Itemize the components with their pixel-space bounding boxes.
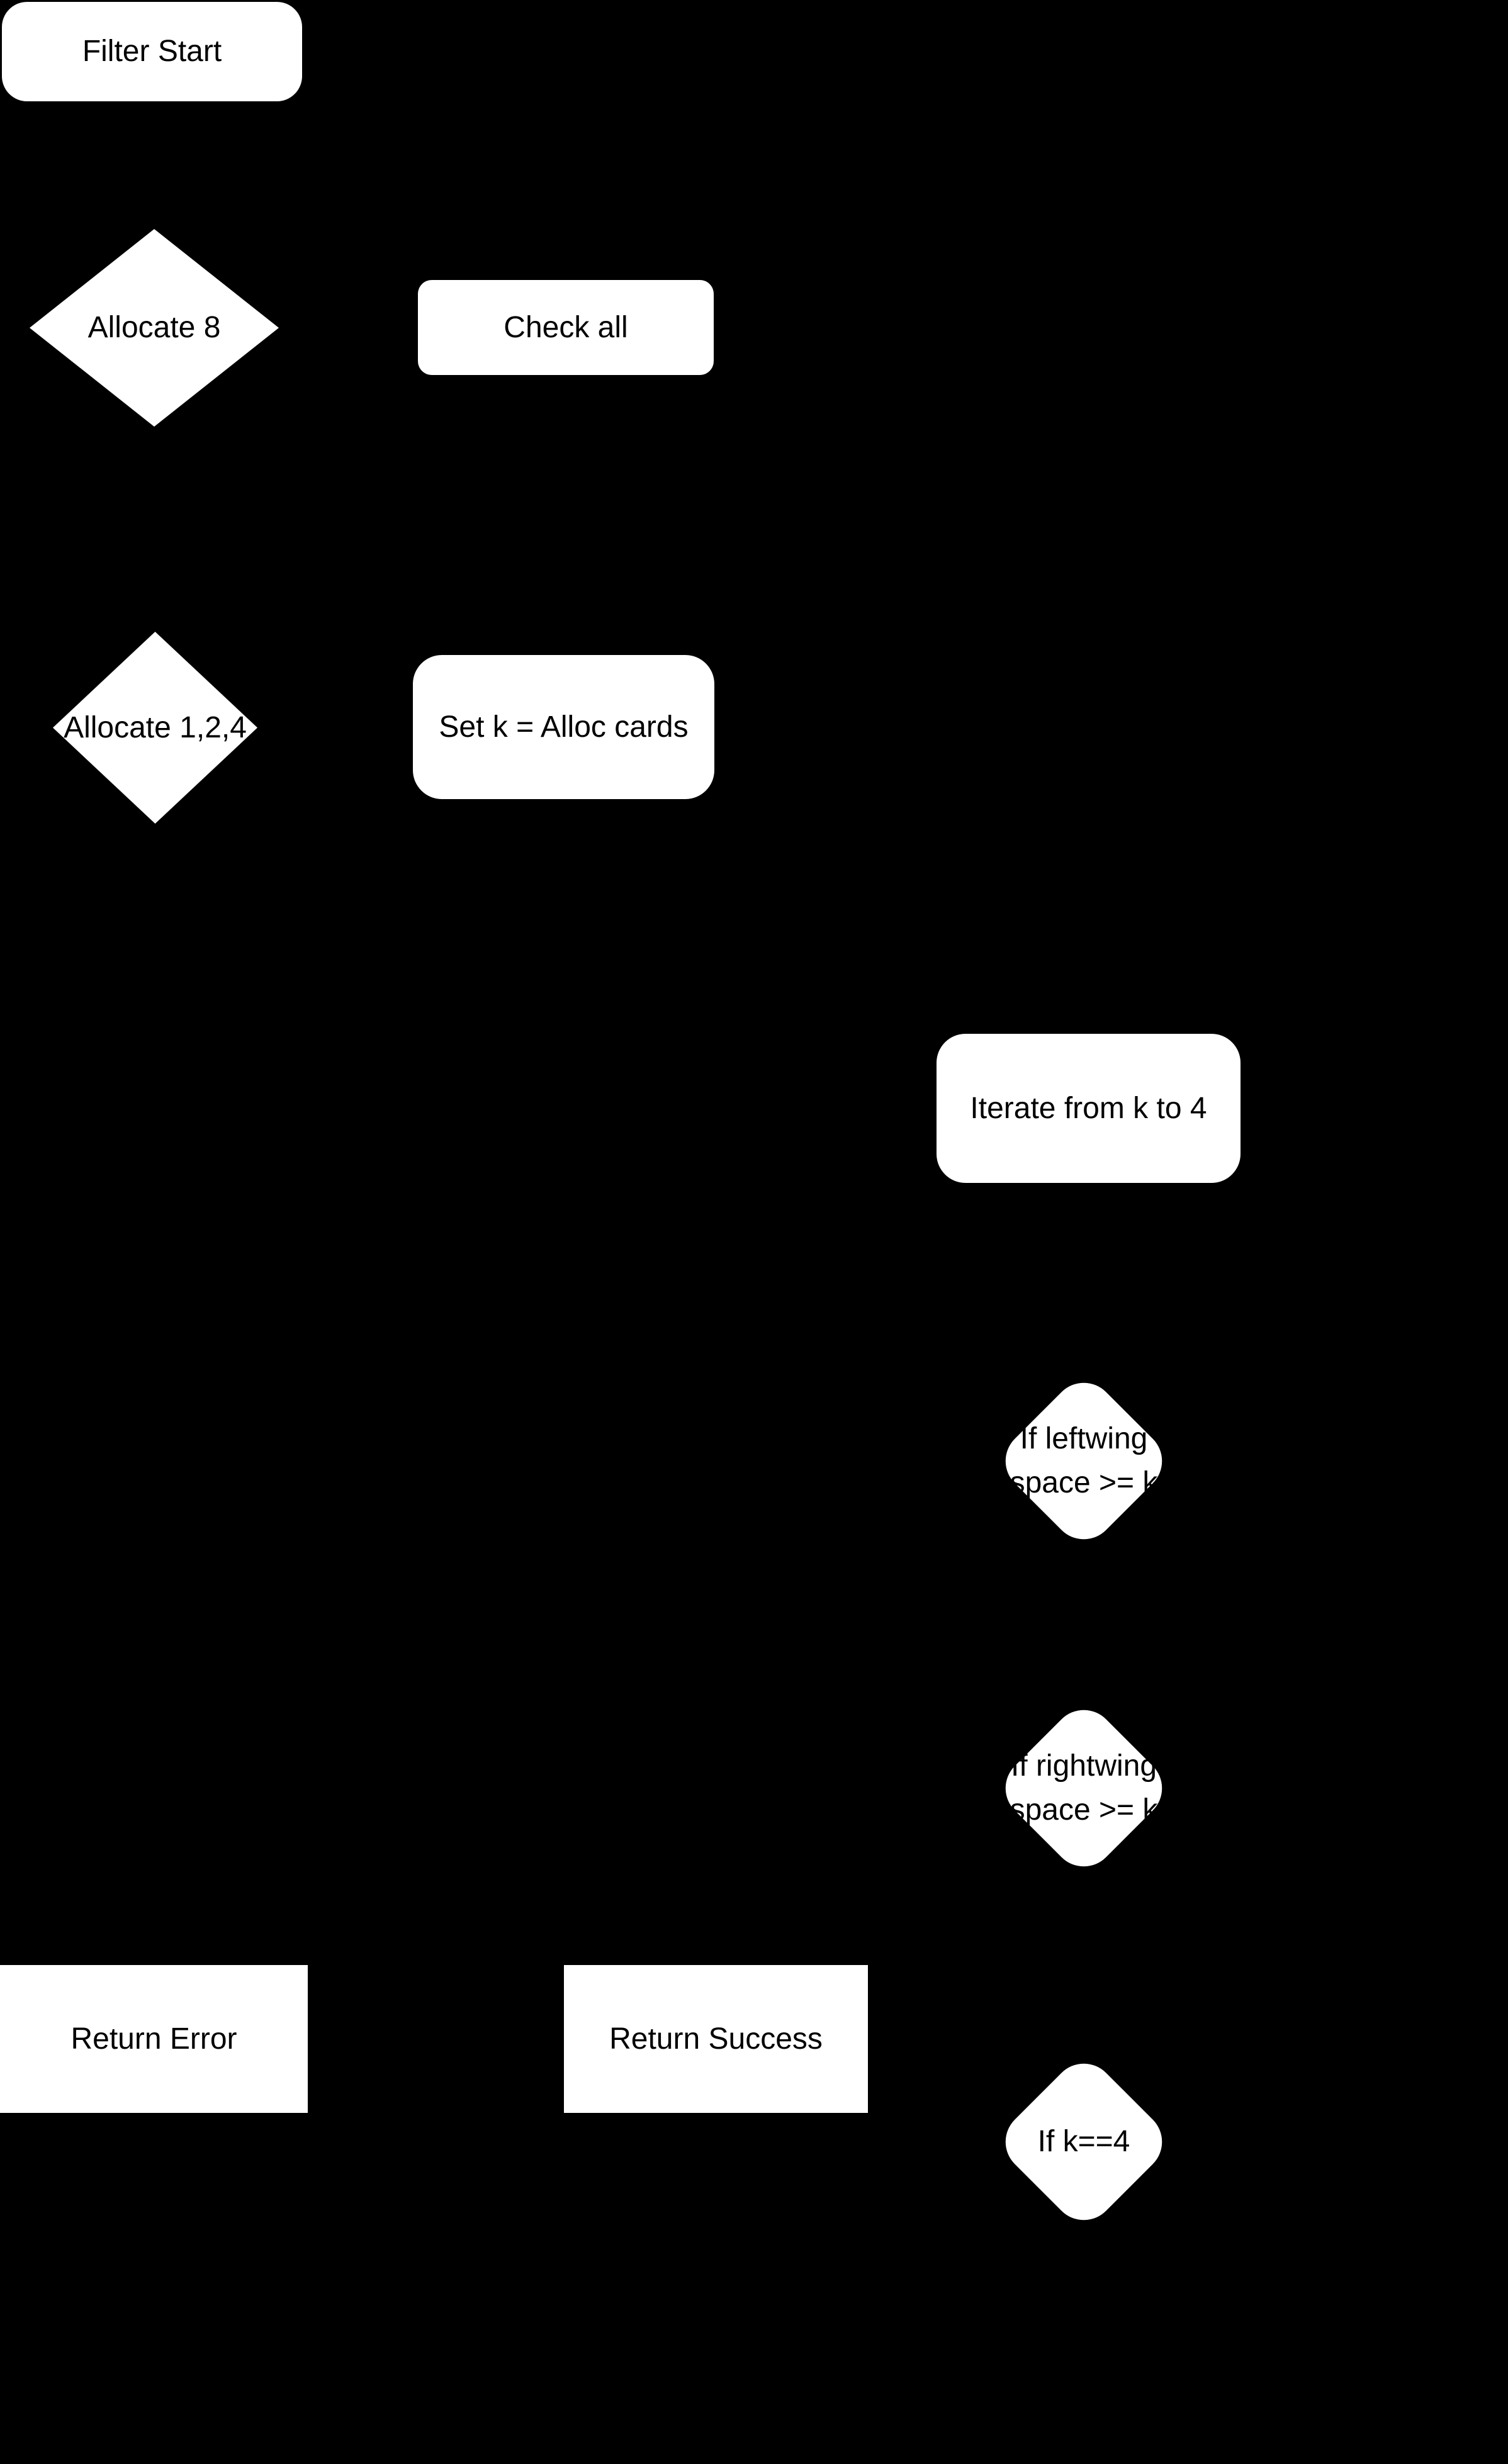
node-return-success-label: Return Success	[609, 2022, 823, 2056]
node-if-k-equals-4-label: If k==4	[1037, 2125, 1130, 2159]
label-line-1: If rightwing	[1010, 1749, 1157, 1783]
node-if-leftwing-space-label: If leftwing space >= k	[993, 1370, 1175, 1552]
node-return-success: Return Success	[564, 1965, 868, 2113]
node-check-all-label: Check all	[504, 310, 628, 344]
node-allocate-8: Allocate 8	[30, 229, 279, 427]
label-line-1: If leftwing	[1020, 1422, 1148, 1456]
node-return-error: Return Error	[0, 1965, 308, 2113]
node-iterate-k-to-4-label: Iterate from k to 4	[970, 1091, 1207, 1125]
node-if-k-equals-4: If k==4	[993, 2051, 1175, 2233]
node-return-error-label: Return Error	[70, 2022, 237, 2056]
node-set-k-label: Set k = Alloc cards	[439, 710, 689, 744]
label-line-2: space >= k	[1010, 1466, 1158, 1499]
node-allocate-1-2-4: Allocate 1,2,4	[53, 632, 257, 824]
node-if-rightwing-space-label: If rightwing space >= k	[993, 1697, 1175, 1879]
node-allocate-8-label: Allocate 8	[87, 311, 221, 345]
node-check-all: Check all	[418, 280, 714, 375]
node-if-rightwing-space: If rightwing space >= k	[993, 1697, 1175, 1879]
label-line-2: space >= k	[1010, 1793, 1158, 1827]
node-set-k: Set k = Alloc cards	[413, 655, 714, 799]
node-allocate-1-2-4-label: Allocate 1,2,4	[64, 710, 247, 744]
node-if-leftwing-space: If leftwing space >= k	[993, 1370, 1175, 1552]
node-iterate-k-to-4: Iterate from k to 4	[937, 1034, 1241, 1183]
node-filter-start-label: Filter Start	[82, 35, 222, 69]
node-filter-start: Filter Start	[2, 2, 302, 101]
